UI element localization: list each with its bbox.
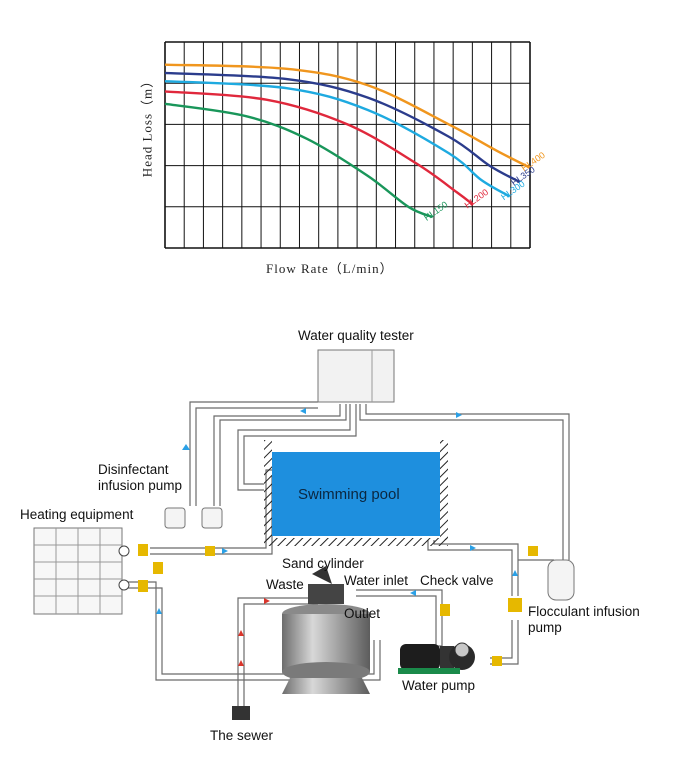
pool-system-diagram (33, 349, 575, 720)
y-axis-label: Head Loss（m） (139, 73, 155, 178)
sewer (232, 706, 250, 720)
series-line-hl200 (164, 90, 474, 206)
series-line-hl150 (164, 102, 434, 219)
sand-cylinder-label: Sand cylinder (282, 556, 364, 571)
x-axis-label: Flow Rate（L/min） (266, 261, 394, 276)
sand-cylinder (282, 566, 370, 694)
chart-series-lines (164, 63, 531, 219)
water-quality-tester (317, 349, 395, 403)
heating-equipment-label: Heating equipment (20, 507, 134, 522)
flocculant-pump-label-line1: Flocculant infusion (528, 604, 640, 619)
series-line-hl400 (164, 63, 531, 169)
chart-grid (164, 41, 531, 249)
sewer-label: The sewer (210, 728, 274, 743)
outlet-label: Outlet (344, 606, 381, 621)
disinfectant-pump-label-line1: Disinfectant (98, 462, 169, 477)
drain-arrows (238, 598, 270, 666)
series-line-hl350 (164, 71, 521, 184)
swimming-pool-label: Swimming pool (298, 486, 400, 503)
heating-equipment (33, 527, 130, 615)
valves (138, 544, 538, 666)
series-label-hl150: HL150 (422, 199, 449, 222)
water-inlet-label: Water inlet (344, 573, 409, 588)
flocculant-pump-label-line2: pump (528, 620, 562, 635)
water-quality-tester-label: Water quality tester (298, 328, 414, 343)
waste-label: Waste (266, 577, 304, 592)
disinfectant-pump-containers (164, 507, 223, 529)
series-line-hl300 (164, 79, 511, 198)
disinfectant-pump-label-line2: infusion pump (98, 478, 183, 493)
check-valve-label: Check valve (420, 573, 494, 588)
flocculant-pump-container (547, 559, 575, 601)
water-pump (398, 642, 475, 674)
water-pump-label: Water pump (402, 678, 476, 693)
swimming-pool (264, 440, 448, 546)
